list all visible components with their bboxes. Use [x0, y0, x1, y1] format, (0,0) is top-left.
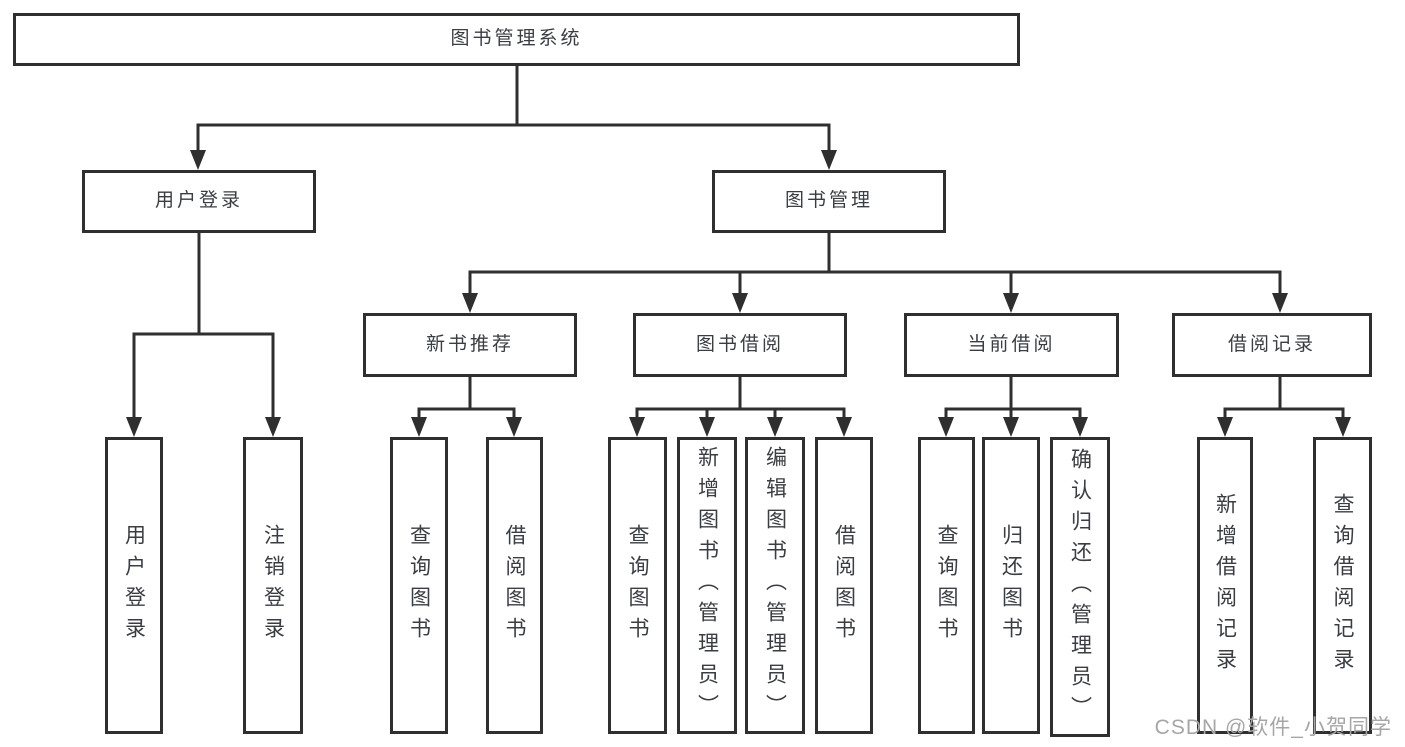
arrowhead [836, 417, 852, 437]
leaf-add-borrow-record: 新增借阅记录 [1197, 437, 1253, 734]
node-label: 新书推荐 [425, 333, 514, 355]
node-label: 确认归还（管理员） [1068, 447, 1092, 727]
node-label: 查询借阅记录 [1331, 492, 1354, 679]
node-label: 用户登录 [122, 523, 146, 648]
node-borrowing-records: 借阅记录 [1172, 313, 1372, 377]
arrowhead [1217, 417, 1233, 437]
arrowhead [1003, 293, 1019, 313]
leaf-add-book-admin: 新增图书（管理员） [677, 437, 737, 734]
node-label: 查询图书 [935, 523, 958, 648]
node-label: 归还图书 [999, 523, 1023, 648]
node-label: 新增借阅记录 [1213, 492, 1237, 679]
connector-user-login-to-leaves [132, 229, 275, 422]
node-label: 编辑图书（管理员） [763, 446, 787, 725]
arrowhead [732, 293, 748, 313]
arrowhead [190, 150, 206, 170]
connector-recommendation-to-leaves [417, 373, 516, 422]
node-label: 注销登录 [261, 523, 285, 648]
node-new-book-recommendation: 新书推荐 [363, 313, 577, 377]
leaf-query-books-recommendation: 查询图书 [390, 437, 448, 734]
connector-borrowing-to-leaves [635, 373, 846, 422]
node-library-management-system: 图书管理系统 [13, 13, 1020, 66]
node-book-management: 图书管理 [712, 170, 946, 233]
node-book-borrowing: 图书借阅 [633, 313, 847, 377]
connector-book-management-to-level3 [468, 229, 1282, 298]
leaf-logout: 注销登录 [243, 437, 303, 734]
node-label: 查询图书 [407, 523, 431, 648]
node-label: 借阅图书 [503, 523, 526, 648]
node-label: 查询图书 [626, 523, 649, 648]
node-label: 图书管理系统 [450, 28, 583, 50]
arrowhead [767, 417, 783, 437]
arrowhead [411, 417, 427, 437]
connector-root-to-level2 [196, 64, 831, 155]
arrowhead [1072, 417, 1088, 437]
node-label: 借阅记录 [1227, 333, 1316, 355]
arrowhead [506, 417, 522, 437]
node-label: 图书管理 [784, 190, 873, 212]
leaf-edit-book-admin: 编辑图书（管理员） [745, 437, 805, 734]
leaf-query-books-current: 查询图书 [918, 437, 975, 734]
connector-records-to-leaves [1223, 373, 1345, 422]
node-label: 当前借阅 [967, 333, 1056, 355]
node-label: 图书借阅 [695, 333, 784, 355]
arrowheads [126, 150, 1351, 437]
connector-current-to-leaves [944, 373, 1082, 422]
arrowhead [126, 417, 142, 437]
leaf-query-books-borrowing: 查询图书 [608, 437, 667, 734]
arrowhead [1003, 417, 1019, 437]
node-current-borrowing: 当前借阅 [904, 313, 1119, 377]
arrowhead [1335, 417, 1351, 437]
node-label: 新增图书（管理员） [695, 446, 719, 725]
arrowhead [1272, 293, 1288, 313]
arrowhead [629, 417, 645, 437]
arrowhead [938, 417, 954, 437]
watermark: CSDN @软件_小贺同学 [1154, 716, 1392, 739]
leaf-borrow-books-recommendation: 借阅图书 [486, 437, 543, 734]
leaf-return-books: 归还图书 [982, 437, 1040, 734]
arrowhead [462, 293, 478, 313]
node-label: 用户登录 [154, 190, 243, 212]
node-user-login: 用户登录 [82, 170, 316, 233]
leaf-user-login: 用户登录 [105, 437, 163, 734]
node-label: 借阅图书 [832, 523, 856, 648]
arrowhead [265, 417, 281, 437]
leaf-borrow-books-borrowing: 借阅图书 [815, 437, 873, 734]
arrowhead [699, 417, 715, 437]
arrowhead [821, 150, 837, 170]
leaf-query-borrow-record: 查询借阅记录 [1313, 437, 1372, 734]
leaf-confirm-return-admin: 确认归还（管理员） [1050, 437, 1110, 737]
